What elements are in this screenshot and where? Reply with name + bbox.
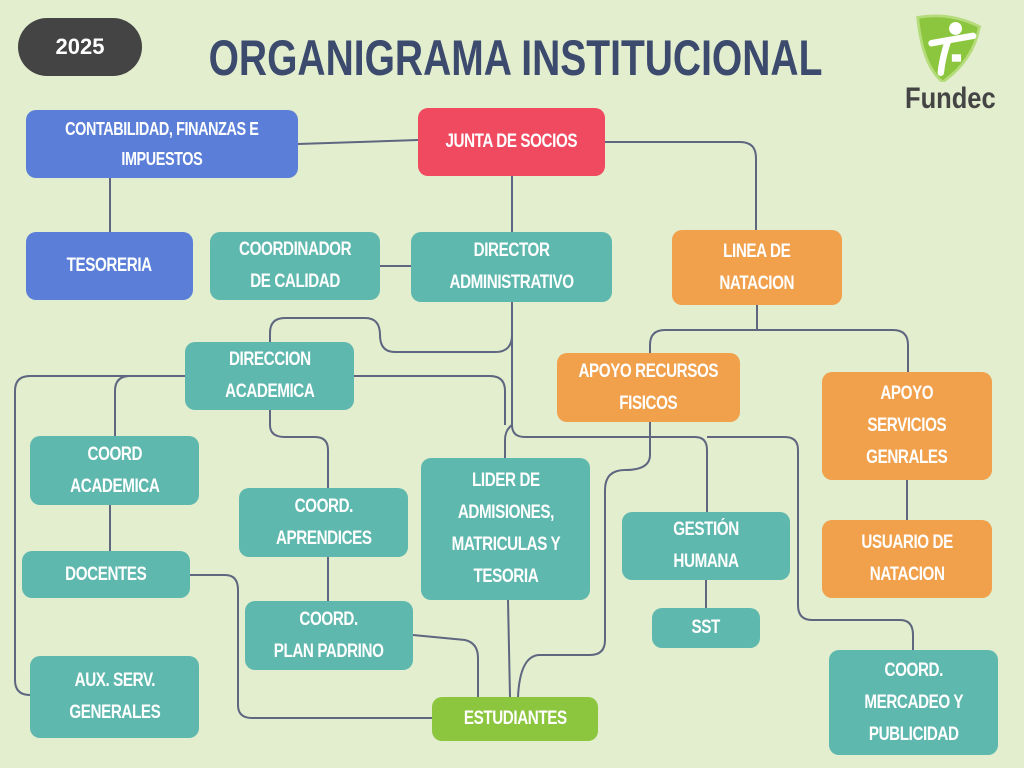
logo-label: Fundec (904, 82, 996, 115)
fundec-logo-icon (916, 14, 982, 82)
node-label: COORD ACADEMICA (69, 443, 160, 497)
node-coordinador-calidad[interactable]: COORDINADOR DE CALIDAD (210, 232, 380, 300)
node-coord-aprendices[interactable]: COORD. APRENDICES (239, 488, 408, 557)
node-tesoreria[interactable]: TESORERIA (26, 232, 193, 300)
year-badge: 2025 (18, 18, 142, 76)
node-coord-plan-padrino[interactable]: COORD. PLAN PADRINO (245, 601, 413, 670)
node-label: LIDER DE ADMISIONES, MATRICULAS Y TESORI… (451, 470, 560, 587)
node-label: COORD. APRENDICES (275, 495, 372, 549)
page-title-text: ORGANIGRAMA INSTITUCIONAL (208, 30, 822, 86)
node-label: TESORERIA (66, 255, 153, 276)
node-label: JUNTA DE SOCIOS (445, 131, 578, 152)
node-aux-servicios-generales[interactable]: AUX. SERV. GENERALES (30, 656, 199, 738)
node-sst[interactable]: SST (652, 608, 760, 648)
node-linea-natacion[interactable]: LINEA DE NATACION (672, 230, 842, 305)
node-label: COORDINADOR DE CALIDAD (238, 239, 352, 292)
node-coord-academica[interactable]: COORD ACADEMICA (30, 436, 199, 505)
node-label: LINEA DE NATACION (719, 240, 795, 294)
node-label: APOYO RECURSOS FISICOS (578, 360, 719, 414)
node-label: DOCENTES (65, 563, 147, 585)
logo-text: Fundec (895, 82, 1005, 116)
node-label: ESTUDIANTES (463, 708, 567, 729)
node-label: COORD. MERCADEO Y PUBLICIDAD (864, 659, 963, 745)
node-director-administrativo[interactable]: DIRECTOR ADMINISTRATIVO (411, 232, 612, 302)
node-direccion-academica[interactable]: DIRECCION ACADEMICA (185, 342, 354, 410)
node-apoyo-servicios-generales[interactable]: APOYO SERVICIOS GENRALES (822, 372, 992, 480)
node-label: DIRECTOR ADMINISTRATIVO (449, 240, 574, 293)
node-label: AUX. SERV. GENERALES (69, 670, 160, 723)
node-lider-admisiones[interactable]: LIDER DE ADMISIONES, MATRICULAS Y TESORI… (421, 458, 590, 600)
node-label: GESTIÓN HUMANA (673, 519, 739, 572)
node-label: SST (691, 617, 721, 638)
node-label: COORD. PLAN PADRINO (274, 608, 384, 662)
node-gestion-humana[interactable]: GESTIÓN HUMANA (622, 512, 790, 580)
node-junta-de-socios[interactable]: JUNTA DE SOCIOS (418, 108, 605, 176)
node-label: DIRECCION ACADEMICA (224, 349, 315, 402)
node-label: USUARIO DE NATACION (861, 532, 953, 585)
node-apoyo-recursos-fisicos[interactable]: APOYO RECURSOS FISICOS (557, 353, 740, 422)
node-estudiantes[interactable]: ESTUDIANTES (432, 697, 598, 741)
node-docentes[interactable]: DOCENTES (22, 551, 190, 598)
node-contabilidad[interactable]: CONTABILIDAD, FINANZAS E IMPUESTOS (26, 110, 298, 178)
node-label: APOYO SERVICIOS GENRALES (866, 383, 948, 468)
node-usuario-natacion[interactable]: USUARIO DE NATACION (822, 520, 992, 598)
page-title: ORGANIGRAMA INSTITUCIONAL (170, 26, 860, 90)
node-coord-mercadeo[interactable]: COORD. MERCADEO Y PUBLICIDAD (829, 650, 998, 755)
node-label: CONTABILIDAD, FINANZAS E IMPUESTOS (65, 119, 259, 169)
